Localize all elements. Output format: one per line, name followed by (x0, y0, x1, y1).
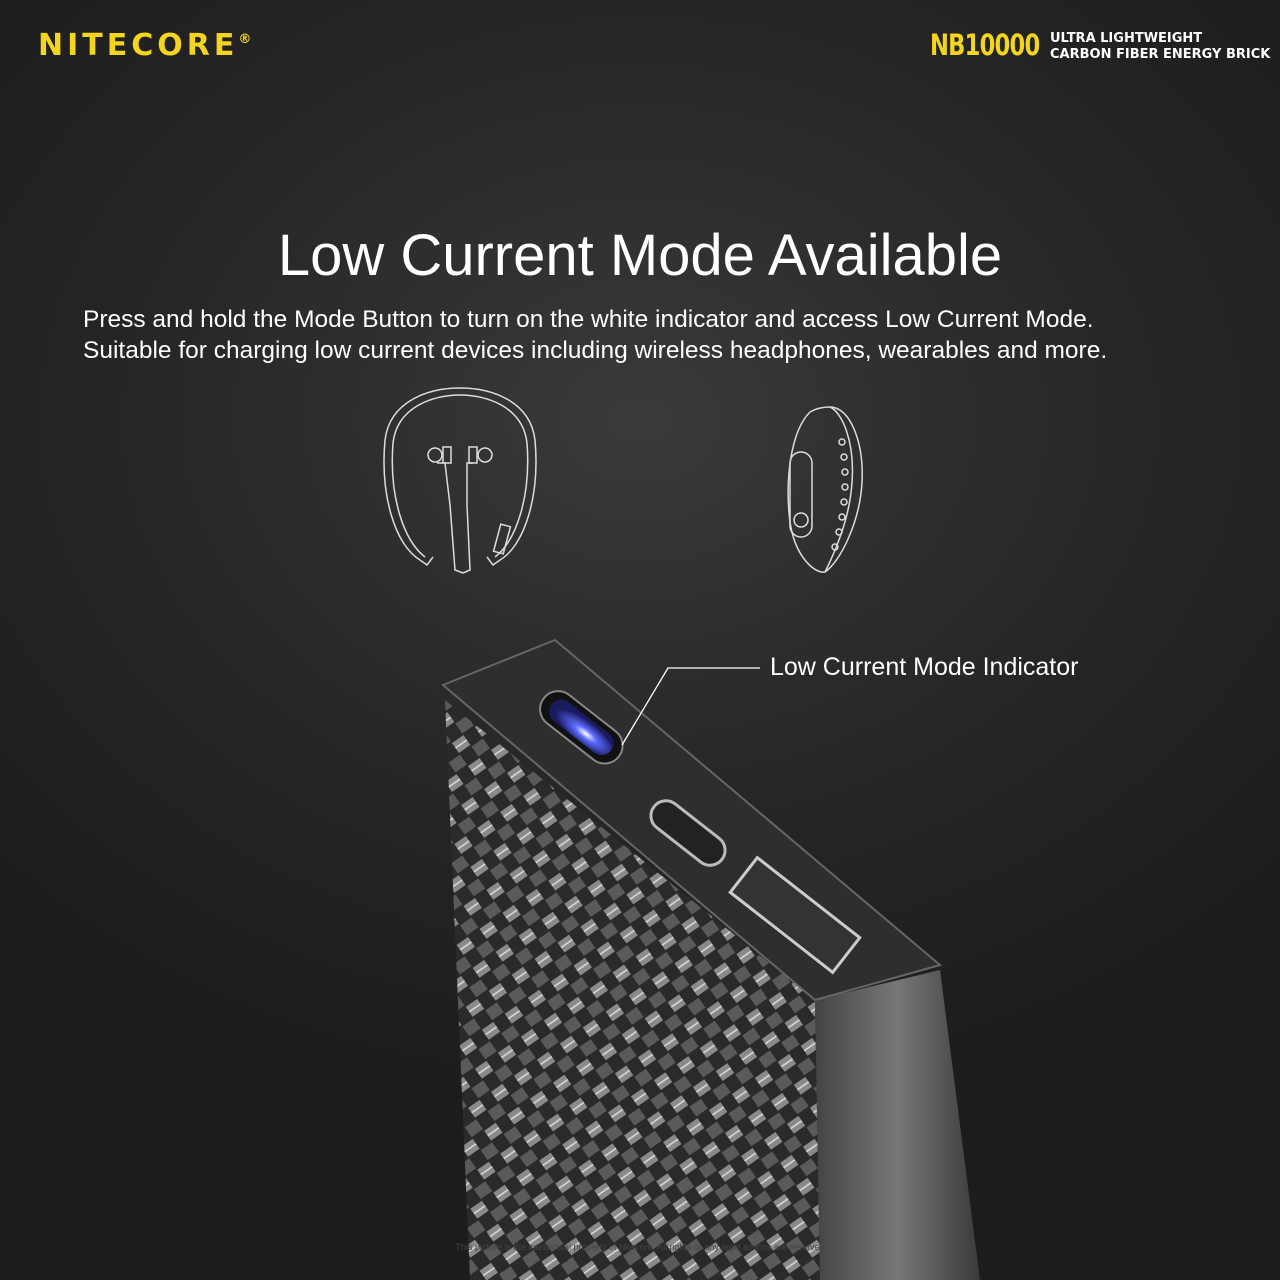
carbon-fiber-face (445, 700, 820, 1280)
callout-label: Low Current Mode Indicator (770, 653, 1079, 681)
neckband-headphones-icon (383, 387, 537, 574)
registered-mark: ® (238, 32, 252, 47)
power-bank-side (815, 970, 980, 1280)
tagline-line-2: CARBON FIBER ENERGY BRICK (1050, 47, 1271, 62)
callout-line (621, 667, 760, 746)
usb-a-port (728, 855, 862, 975)
tagline-line-1: ULTRA LIGHTWEIGHT (1050, 31, 1203, 46)
description: Press and hold the Mode Button to turn o… (83, 304, 1107, 366)
copyright-notice: This picture is the intellectual propert… (455, 1242, 825, 1252)
nitecore-logo: NITECORE® (38, 28, 251, 63)
product-model: NB10000 (930, 28, 1040, 62)
page-title: Low Current Mode Available (277, 223, 1003, 288)
low-current-indicator (549, 699, 614, 756)
description-line-2: Suitable for charging low current device… (83, 337, 1108, 364)
description-line-1: Press and hold the Mode Button to turn o… (83, 306, 1094, 333)
product-tagline: ULTRA LIGHTWEIGHT CARBON FIBER ENERGY BR… (1050, 31, 1270, 63)
fitness-band-icon (787, 406, 863, 573)
logo-text: NITECORE (38, 28, 239, 63)
usb-c-port (649, 799, 727, 867)
